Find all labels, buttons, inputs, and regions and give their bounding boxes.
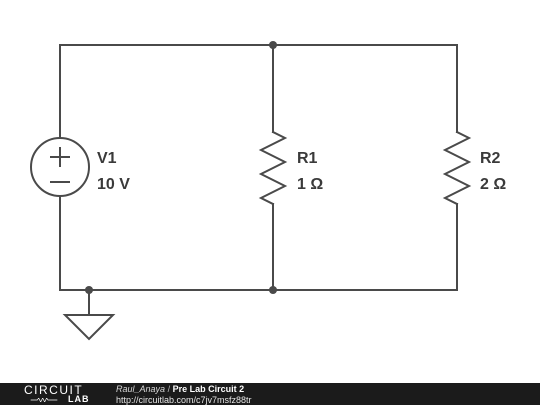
circuit-byline: Raul_Anaya / Pre Lab Circuit 2 <box>116 384 244 394</box>
footer-bar: CIRCUIT LAB Raul_Anaya / Pre Lab Circuit… <box>0 383 540 405</box>
byline-separator: / <box>167 384 171 394</box>
logo-text-top: CIRCUIT <box>24 383 84 397</box>
resistor-r1 <box>258 130 288 206</box>
logo-text-bottom: LAB <box>68 394 90 404</box>
r2-value-label: 2 Ω <box>480 176 506 193</box>
junction-bottom-middle <box>269 286 277 294</box>
circuit-title[interactable]: Pre Lab Circuit 2 <box>172 384 245 394</box>
ground-icon <box>62 314 116 341</box>
resistor-r2 <box>442 130 472 206</box>
circuitlab-logo[interactable]: CIRCUIT LAB <box>24 384 94 404</box>
circuit-schematic: V1 10 V R1 1 Ω R2 2 Ω <box>30 41 506 341</box>
r2-name-label: R2 <box>480 150 501 167</box>
voltage-source-v1 <box>30 137 90 197</box>
logo-resistor-icon <box>30 398 58 402</box>
junction-top <box>269 41 277 49</box>
v1-value-label: 10 V <box>97 176 130 193</box>
author-link[interactable]: Raul_Anaya <box>116 384 166 394</box>
v1-name-label: V1 <box>97 150 117 167</box>
r1-name-label: R1 <box>297 150 318 167</box>
r1-value-label: 1 Ω <box>297 176 323 193</box>
circuit-url-link[interactable]: http://circuitlab.com/c7jv7msfz88tr <box>116 395 252 405</box>
